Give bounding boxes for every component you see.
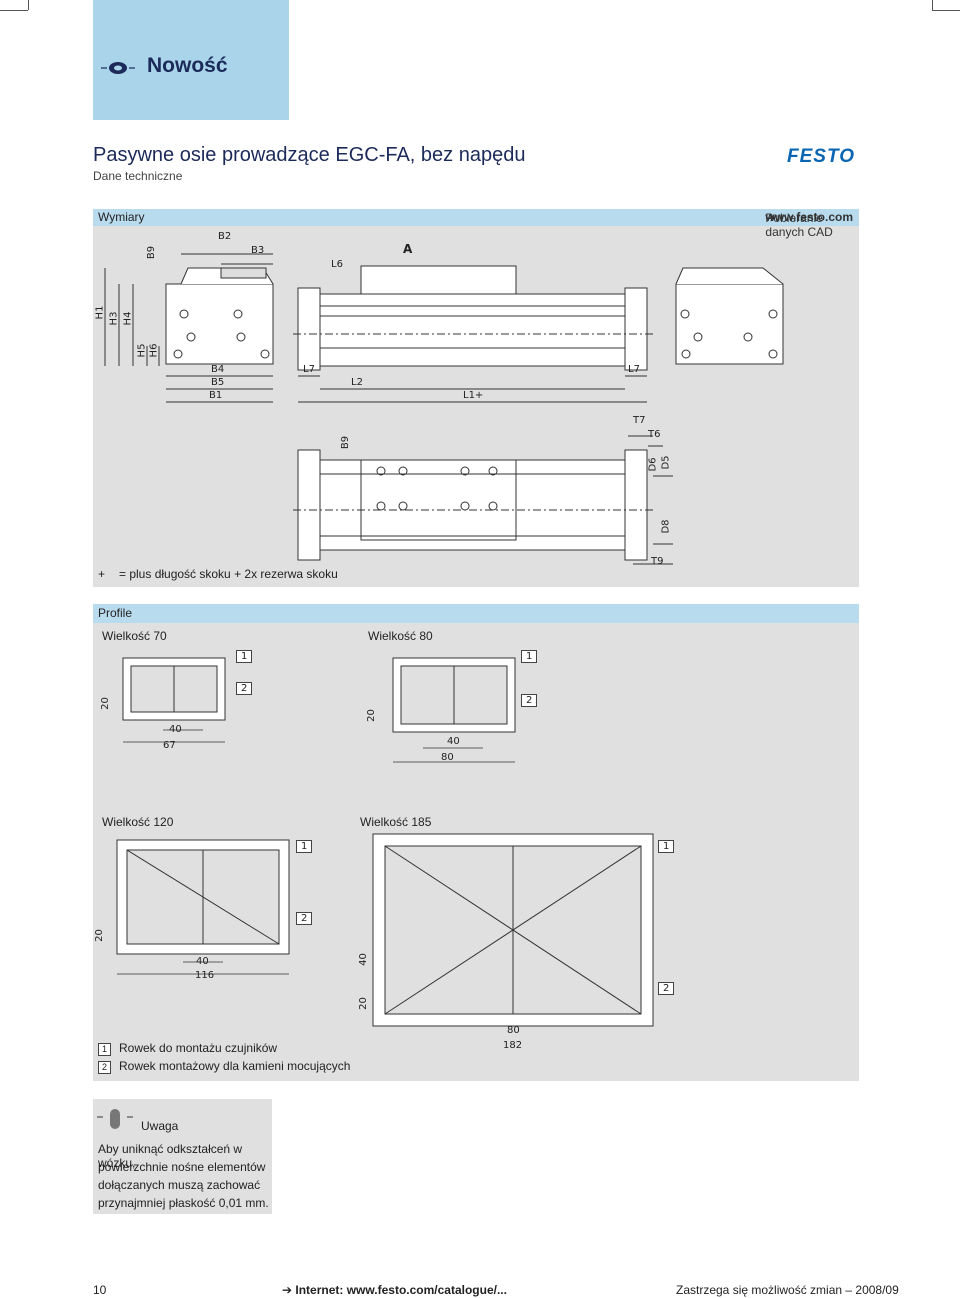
s70-dim-40: 40 — [169, 724, 182, 735]
size70-label: Wielkość 70 — [102, 629, 167, 643]
dim-l1: L1+ — [463, 390, 484, 401]
festo-logo: FESTO — [787, 146, 855, 167]
s185-marker-2: 2 — [658, 982, 675, 995]
legend-num: 1 — [98, 1043, 111, 1056]
size120-label: Wielkość 120 — [102, 815, 174, 829]
s185-marker-1: 1 — [658, 840, 675, 853]
legend-text: Rowek montażowy dla kamieni mocujących — [119, 1059, 351, 1073]
dim-d5: D5 — [660, 455, 672, 470]
profile-header: Profile — [93, 604, 859, 623]
dim-h1: H1 — [94, 305, 106, 320]
page-title: Pasywne osie prowadzące EGC-FA, bez napę… — [93, 144, 526, 166]
crop-mark — [932, 0, 933, 10]
crop-mark — [28, 0, 29, 10]
dimension-drawing — [104, 253, 784, 565]
page-number: 10 — [93, 1283, 107, 1297]
s80-dim-80: 80 — [441, 752, 454, 763]
s70-dim-20: 20 — [99, 697, 111, 710]
note-line: dołączanych muszą zachować — [98, 1178, 261, 1192]
legend-item: 2 Rowek montażowy dla kamieni mocujących — [98, 1059, 350, 1074]
badge-label: Nowość — [147, 54, 228, 77]
s70-marker-1: 1 — [236, 650, 253, 663]
note-line: Aby uniknąć odkształceń w wózku, — [98, 1142, 243, 1170]
s185-dim-20: 20 — [357, 997, 369, 1010]
dim-t6: T6 — [648, 429, 661, 440]
cad-link[interactable]: www.festo.com — [765, 210, 853, 224]
size80-label: Wielkość 80 — [368, 629, 433, 643]
s185-dim-40: 40 — [357, 953, 369, 966]
dim-d8: D8 — [660, 519, 672, 534]
cad-download[interactable]: Pobieranie danych CAD ➔ www.festo.com — [765, 210, 853, 239]
s120-marker-2: 2 — [296, 912, 313, 925]
crop-mark — [0, 10, 28, 11]
size185-label: Wielkość 185 — [360, 815, 432, 829]
legend-num: 2 — [98, 1061, 111, 1074]
dim-b4: B4 — [211, 364, 225, 375]
arrow-right-icon: ➔ — [765, 211, 776, 225]
page-subtitle: Dane techniczne — [93, 169, 183, 183]
dimensions-panel: Wymiary Pobieranie danych CAD ➔ www.fest… — [93, 209, 859, 587]
s80-dim-40: 40 — [447, 736, 460, 747]
cad-label: Pobieranie danych CAD — [765, 211, 833, 239]
dim-h3: H3 — [108, 311, 120, 326]
note-line: przynajmniej płaskość 0,01 mm. — [98, 1196, 269, 1210]
dim-h5: H5 — [136, 343, 148, 358]
legend-item: 1 Rowek do montażu czujników — [98, 1041, 277, 1056]
dim-b1: B1 — [209, 390, 223, 401]
dim-l7-left: L7 — [303, 364, 315, 375]
arrow-right-icon: ➔ — [282, 1283, 296, 1297]
dim-b9: B9 — [146, 245, 158, 260]
s80-marker-2: 2 — [521, 694, 538, 707]
s185-dim-182: 182 — [503, 1040, 523, 1051]
note-line: powierzchnie nośne elementów — [98, 1160, 266, 1174]
internet-link[interactable]: ➔ Internet: www.festo.com/catalogue/... — [282, 1283, 507, 1297]
dim-d6: D6 — [647, 457, 659, 472]
s185-dim-80: 80 — [507, 1025, 520, 1036]
dim-b5: B5 — [211, 377, 225, 388]
note-heading: Uwaga — [141, 1119, 179, 1133]
dim-b3: B3 — [251, 245, 265, 256]
s120-marker-1: 1 — [296, 840, 313, 853]
rights-note: Zastrzega się możliwość zmian – 2008/09 — [676, 1283, 899, 1297]
dim-h4: H4 — [122, 311, 134, 326]
new-badge: Nowość — [93, 0, 289, 120]
profile-heading: Profile — [98, 606, 133, 620]
footnote-text: = plus długość skoku + 2x rezerwa skoku — [119, 567, 338, 581]
s80-marker-1: 1 — [521, 650, 538, 663]
dim-l7-right: L7 — [628, 364, 640, 375]
new-icon — [101, 62, 135, 74]
dim-l2: L2 — [351, 377, 363, 388]
dimensions-header: Wymiary Pobieranie danych CAD ➔ www.fest… — [93, 209, 859, 239]
dim-b2: B2 — [218, 231, 232, 242]
dimensions-heading: Wymiary — [98, 210, 145, 224]
s120-dim-116: 116 — [195, 970, 215, 981]
crop-mark — [932, 10, 960, 11]
dim-t7: T7 — [633, 415, 646, 426]
profile-panel: Profile Wielkość 70 Wielkość 80 Wielkość… — [93, 604, 859, 1081]
footnote-symbol: + — [98, 567, 106, 581]
s120-dim-20: 20 — [93, 929, 105, 942]
legend-text: Rowek do montażu czujników — [119, 1041, 278, 1055]
s120-dim-40: 40 — [196, 956, 209, 967]
dim-b9-bottom: B9 — [340, 435, 352, 450]
s70-dim-67: 67 — [163, 740, 176, 751]
s80-dim-20: 20 — [365, 709, 377, 722]
note-box: Uwaga Aby uniknąć odkształceń w wózku, p… — [93, 1099, 272, 1214]
internet-text: Internet: www.festo.com/catalogue/... — [295, 1283, 507, 1297]
dim-t9: T9 — [651, 556, 664, 567]
dim-a: A — [403, 242, 413, 256]
dim-h6: H6 — [148, 343, 160, 358]
warning-icon — [97, 1109, 133, 1129]
s70-marker-2: 2 — [236, 682, 253, 695]
profile-drawing — [116, 657, 654, 1027]
dim-l6: L6 — [331, 259, 343, 270]
